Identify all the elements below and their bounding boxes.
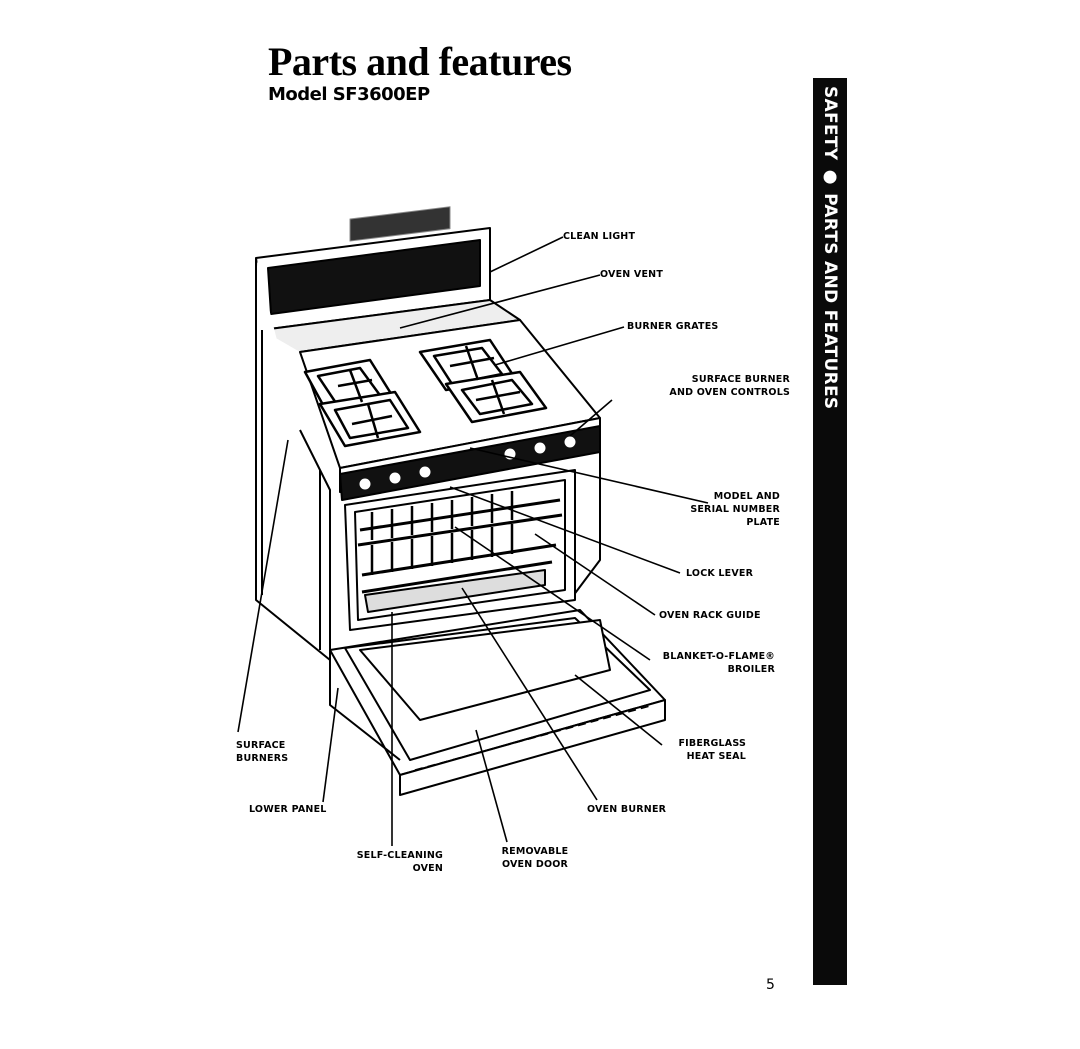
label-line: SELF-CLEANING [356,850,443,861]
label-clean-light: CLEAN LIGHT [563,231,636,242]
label-self-cleaning-oven: SELF-CLEANING OVEN [340,849,443,875]
label-line: MODEL AND [713,491,780,502]
label-broiler: BLANKET-O-FLAME® BROILER [640,650,775,676]
oven-door [329,609,666,796]
section-side-tab: SAFETY ● PARTS AND FEATURES [813,78,847,985]
label-line: SURFACE BURNER [691,374,790,385]
leader-lines [237,236,709,846]
label-oven-burner: OVEN BURNER [587,804,667,815]
page-number: 5 [766,977,775,993]
label-line: AND OVEN CONTROLS [669,387,790,398]
label-line: REMOVABLE [501,846,569,857]
label-model-serial-plate: MODEL AND SERIAL NUMBER PLATE [680,490,780,529]
lower-panel [329,660,401,761]
label-oven-rack-guide: OVEN RACK GUIDE [659,610,761,621]
label-line: BROILER [727,664,775,675]
label-line: BLANKET-O-FLAME® [662,651,775,662]
label-line: PLATE [746,517,780,528]
label-line: OVEN DOOR [501,859,569,870]
control-panel [339,425,601,501]
label-surface-burners: SURFACE BURNERS [236,739,288,765]
label-line: SERIAL NUMBER [690,504,780,515]
label-line: SURFACE [236,740,286,751]
label-surface-burner-controls: SURFACE BURNER AND OVEN CONTROLS [652,373,790,399]
label-oven-vent: OVEN VENT [600,269,663,280]
oven-cavity [344,469,576,631]
label-line: HEAT SEAL [686,751,746,762]
model-subtitle: Model SF3600EP [268,84,430,105]
label-lower-panel: LOWER PANEL [249,804,327,815]
label-oven-door: REMOVABLE OVEN DOOR [490,845,580,871]
page-title: Parts and features [268,39,572,84]
label-line: BURNERS [236,753,289,764]
label-heat-seal: FIBERGLASS HEAT SEAL [660,737,746,763]
label-line: OVEN [412,863,443,874]
burner-grates [303,338,548,448]
side-tab-text: SAFETY ● PARTS AND FEATURES [820,86,840,410]
label-line: FIBERGLASS [678,738,746,749]
label-lock-lever: LOCK LEVER [686,568,754,579]
label-burner-grates: BURNER GRATES [627,321,719,332]
